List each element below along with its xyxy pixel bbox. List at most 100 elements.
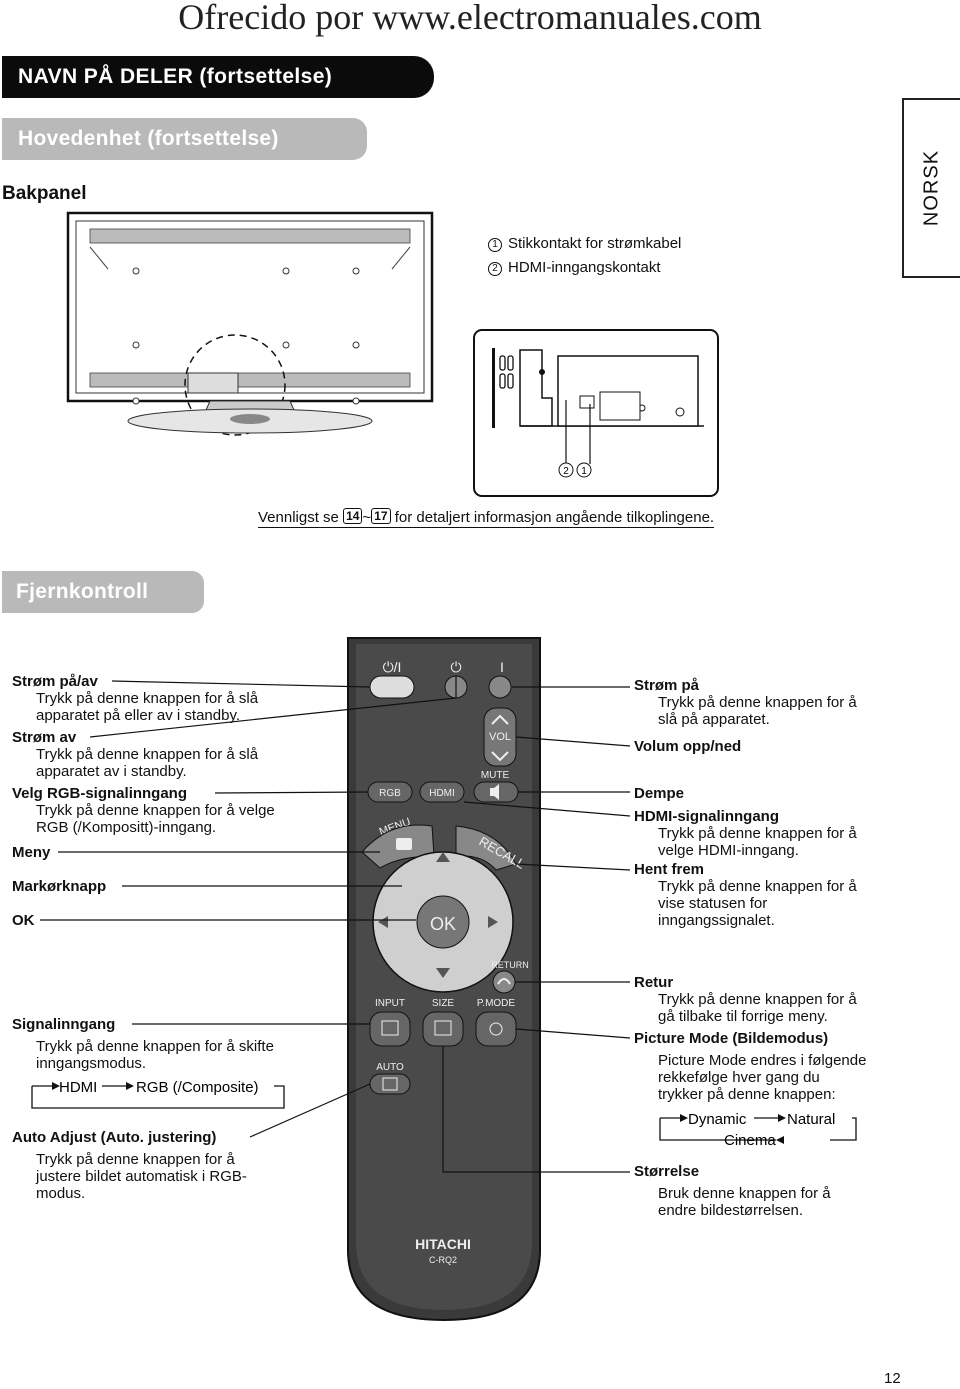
label-desc: Trykk på denne knappen for å (658, 991, 857, 1008)
callout-label: Stikkontakt for strømkabel (508, 235, 682, 252)
label-return: Retur Trykk på denne knappen for å gå ti… (634, 974, 857, 1025)
site-banner: Ofrecido por www.electromanuales.com (178, 0, 762, 37)
size-icon (434, 1020, 452, 1036)
vol-label: VOL (489, 731, 511, 743)
label-power-off: Strøm av Trykk på denne knappen for å sl… (12, 729, 258, 780)
volume-down-icon (491, 751, 509, 762)
callout-label: HDMI-inngangskontakt (508, 259, 661, 276)
label-desc: justere bildet automatisk i RGB- (36, 1168, 247, 1185)
label-size: Størrelse Bruk denne knappen for å endre… (634, 1163, 831, 1219)
label-title: Dempe (634, 785, 685, 802)
return-button[interactable] (492, 970, 516, 994)
rear-panel-title: Bakpanel (2, 183, 87, 204)
remote-control-illustration: ⏻/I ⏻ I VOL MUTE RGB HDMI MENU RECALL OK… (40, 637, 631, 1322)
label-desc: slå på apparatet. (658, 711, 770, 728)
label-desc: velge HDMI-inngang. (658, 842, 799, 859)
page-ref-icon: 14 (343, 508, 363, 524)
language-tab: NORSK (902, 98, 960, 278)
label-desc: trykker på denne knappen: (658, 1086, 836, 1103)
brand-logo-text: HITACHI (415, 1236, 471, 1252)
label-title: Meny (12, 844, 51, 861)
power-button[interactable] (369, 675, 415, 699)
label-desc: apparatet av i standby. (36, 763, 187, 780)
label-desc: Trykk på denne knappen for å (658, 878, 857, 895)
tv-rear-illustration (66, 211, 434, 436)
label-title: Velg RGB-signalinngang (12, 785, 188, 802)
auto-label: AUTO (376, 1062, 404, 1073)
label-title: Størrelse (634, 1163, 700, 1180)
input-button[interactable] (369, 1011, 411, 1047)
input-label: INPUT (375, 998, 405, 1009)
label-desc: inngangsmodus. (36, 1055, 147, 1072)
auto-adjust-icon (382, 1077, 398, 1091)
label-title: Volum opp/ned (634, 738, 742, 755)
signal-cycle-diagram: HDMI RGB (/Composite) (31, 1079, 285, 1109)
reference-text: Vennligst se (258, 509, 344, 526)
label-desc: vise statusen for (658, 895, 768, 912)
label-title: HDMI-signalinngang (634, 808, 779, 825)
label-desc: Trykk på denne knappen for å slå (36, 746, 259, 763)
label-title: Picture Mode (Bildemodus) (634, 1030, 829, 1047)
cursor-down-icon (436, 968, 450, 978)
hdmi-button[interactable] (419, 781, 465, 803)
label-desc: Picture Mode endres i følgende (658, 1052, 867, 1069)
label-mute: Dempe (634, 785, 684, 802)
power-on-button[interactable] (488, 675, 512, 699)
size-label: SIZE (432, 998, 455, 1009)
label-title: Strøm på/av (12, 673, 98, 690)
label-desc: Trykk på denne knappen for å velge (36, 802, 275, 819)
label-title: Auto Adjust (Auto. justering) (12, 1129, 217, 1146)
label-hdmi-input: HDMI-signalinngang Trykk på denne knappe… (634, 808, 857, 859)
cycle-cinema: Cinema (724, 1132, 776, 1149)
mute-label: MUTE (481, 770, 510, 781)
cursor-right-icon (488, 916, 498, 928)
label-desc: RGB (/Kompositt)-inngang. (36, 819, 217, 836)
ok-label: OK (430, 914, 456, 934)
model-number: C-RQ2 (429, 1255, 457, 1265)
label-power-onoff: Strøm på/av Trykk på denne knappen for å… (12, 673, 258, 724)
pmode-label: P.MODE (477, 998, 515, 1009)
cursor-left-icon (378, 916, 388, 928)
page-number: 12 (884, 1370, 901, 1387)
label-auto-adjust: Auto Adjust (Auto. justering) Trykk på d… (12, 1129, 247, 1202)
label-title: Strøm av (12, 729, 77, 746)
standby-symbol-label: ⏻ (450, 659, 461, 675)
ok-button[interactable] (416, 895, 470, 949)
picture-mode-button[interactable] (475, 1011, 517, 1047)
input-icon (381, 1020, 399, 1036)
picture-mode-cycle-diagram: Dynamic Natural Cinema (659, 1111, 857, 1149)
page-ref-icon: 17 (371, 508, 391, 524)
label-picture-mode: Picture Mode (Bildemodus) Picture Mode e… (634, 1030, 866, 1103)
label-desc: modus. (36, 1185, 86, 1202)
size-button[interactable] (422, 1011, 464, 1047)
label-title: Strøm på (634, 677, 700, 694)
label-power-on: Strøm på Trykk på denne knappen for å sl… (634, 677, 857, 728)
label-ok: OK (12, 912, 35, 929)
label-desc: endre bildestørrelsen. (658, 1202, 804, 1219)
label-title: Markørknapp (12, 878, 107, 895)
label-rgb-input: Velg RGB-signalinngang Trykk på denne kn… (12, 785, 275, 836)
cursor-up-icon (436, 852, 450, 862)
callout-number: 2 (488, 262, 502, 276)
subsection-heading: Hovedenhet (fortsettelse) (2, 118, 367, 160)
svg-text:1: 1 (581, 466, 587, 477)
label-signal-input: Signalinngang Trykk på denne knappen for… (12, 1016, 274, 1072)
cycle-hdmi: HDMI (59, 1079, 97, 1096)
label-title: Signalinngang (12, 1016, 116, 1033)
connection-reference: Vennligst se 14~17 for detaljert informa… (258, 508, 715, 528)
mute-icon (490, 784, 499, 800)
section-heading: NAVN PÅ DELER (fortsettelse) (2, 56, 434, 98)
cycle-rgb: RGB (/Composite) (136, 1079, 259, 1096)
volume-up-icon (491, 714, 509, 725)
label-desc: Trykk på denne knappen for å slå (36, 690, 259, 707)
label-title: Hent frem (634, 861, 705, 878)
on-symbol-label: I (500, 659, 504, 675)
label-recall: Hent frem Trykk på denne knappen for å v… (634, 861, 857, 929)
auto-button[interactable] (369, 1073, 411, 1095)
label-desc: gå tilbake til forrige meny. (658, 1008, 828, 1025)
label-desc: rekkefølge hver gang du (658, 1069, 820, 1086)
label-desc: Trykk på denne knappen for å (36, 1151, 235, 1168)
reference-text: ~ (362, 509, 372, 526)
